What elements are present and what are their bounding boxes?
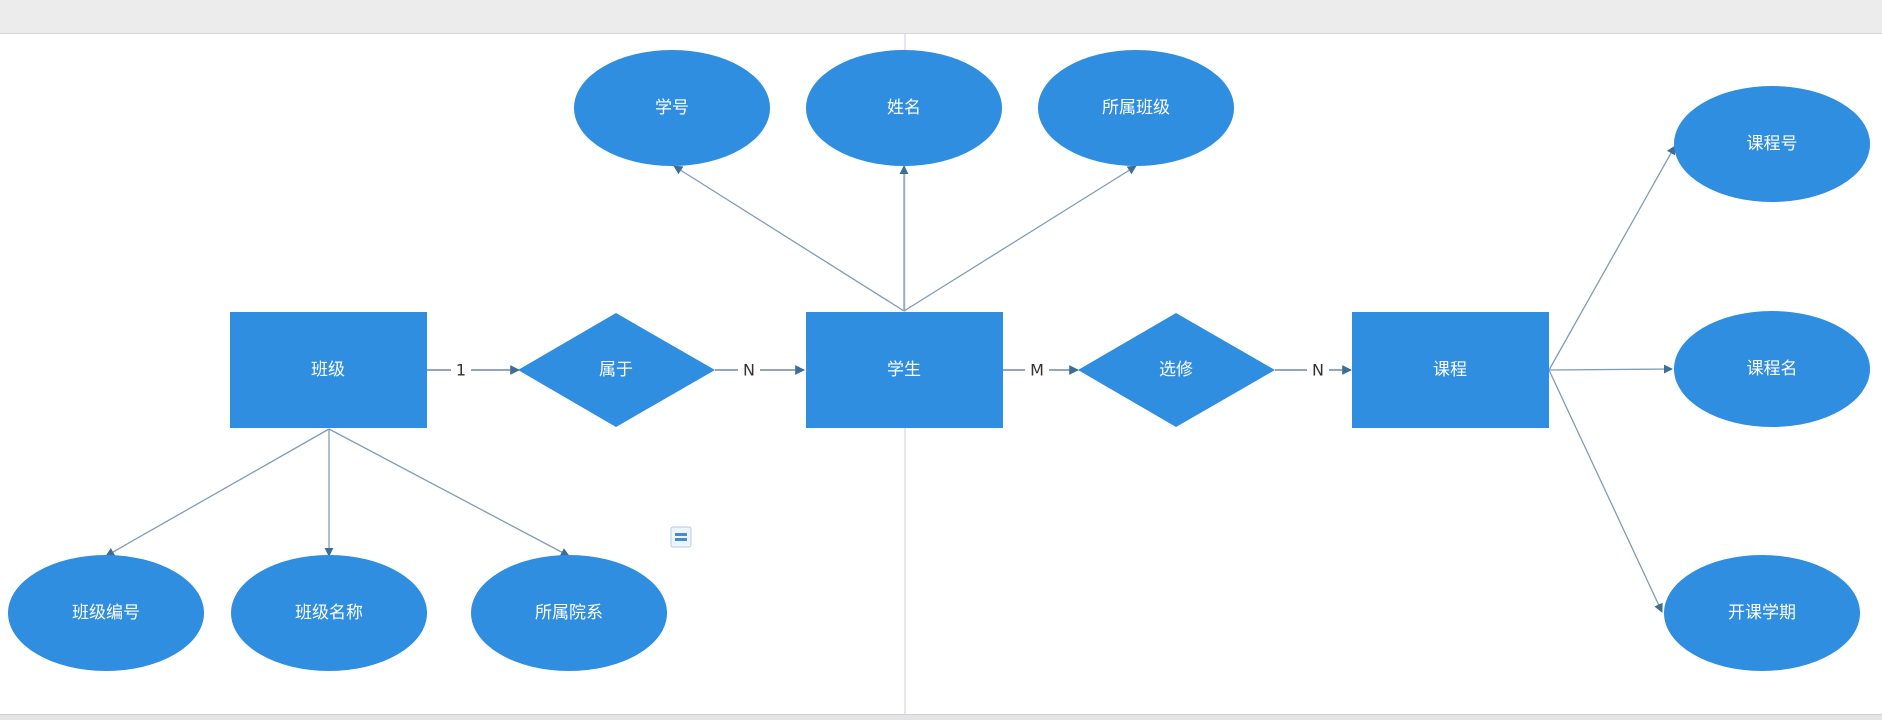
attribute-course-no[interactable]: 课程号 — [1674, 86, 1870, 202]
edge-student-studentno — [673, 165, 905, 312]
cardinality-label: 1 — [456, 361, 466, 380]
svg-text:课程号: 课程号 — [1747, 134, 1798, 154]
svg-text:学生: 学生 — [887, 360, 921, 380]
svg-text:所属院系: 所属院系 — [535, 603, 603, 623]
top-toolbar — [0, 0, 1882, 34]
bottom-scrollbar — [0, 714, 1882, 720]
svg-text:课程: 课程 — [1433, 360, 1467, 380]
attribute-class-no[interactable]: 班级编号 — [8, 555, 204, 671]
diagram-canvas[interactable]: 1 N M N 学号 姓名 所属班级 课程号 课程名 开 — [0, 34, 1882, 714]
edge-class-dept — [328, 428, 570, 557]
svg-text:所属班级: 所属班级 — [1102, 98, 1170, 118]
cardinality-label: N — [743, 361, 755, 380]
attribute-student-no[interactable]: 学号 — [574, 50, 770, 166]
svg-text:课程名: 课程名 — [1747, 359, 1798, 379]
attribute-course-name[interactable]: 课程名 — [1674, 311, 1870, 427]
svg-text:选修: 选修 — [1159, 360, 1193, 380]
cardinality-label: M — [1030, 361, 1044, 380]
edge-student-class — [903, 165, 1137, 312]
svg-text:班级编号: 班级编号 — [72, 603, 140, 623]
edge-course-courseno — [1548, 145, 1676, 371]
attribute-class-name[interactable]: 班级名称 — [231, 555, 427, 671]
entity-student[interactable]: 学生 — [806, 312, 1003, 428]
edge-course-coursename — [1548, 364, 1673, 374]
edge-course-term — [1548, 369, 1663, 613]
list-icon[interactable] — [670, 526, 692, 548]
edge-class-classno — [105, 428, 330, 557]
cardinality-label: N — [1312, 361, 1324, 380]
attribute-student-class[interactable]: 所属班级 — [1038, 50, 1234, 166]
svg-text:学号: 学号 — [655, 98, 689, 118]
entity-class[interactable]: 班级 — [230, 312, 427, 428]
attribute-student-name[interactable]: 姓名 — [806, 50, 1002, 166]
relation-belongs[interactable]: 属于 — [518, 313, 715, 427]
svg-text:班级: 班级 — [311, 360, 345, 380]
entity-course[interactable]: 课程 — [1352, 312, 1549, 428]
relation-elective[interactable]: 选修 — [1078, 313, 1275, 427]
er-diagram: 1 N M N 学号 姓名 所属班级 课程号 课程名 开 — [8, 34, 1870, 714]
svg-text:姓名: 姓名 — [887, 98, 921, 118]
svg-text:开课学期: 开课学期 — [1728, 603, 1796, 623]
attribute-class-dept[interactable]: 所属院系 — [471, 555, 667, 671]
svg-text:班级名称: 班级名称 — [295, 603, 363, 623]
attribute-course-term[interactable]: 开课学期 — [1664, 555, 1860, 671]
svg-text:属于: 属于 — [599, 360, 633, 380]
